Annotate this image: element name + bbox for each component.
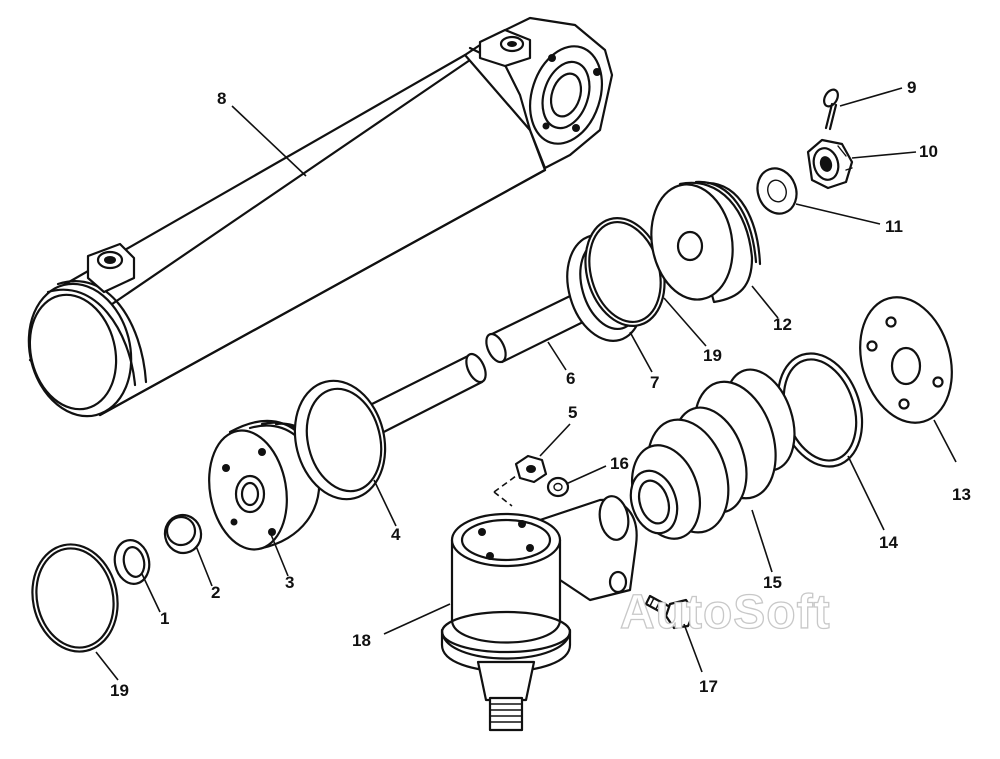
leader-4 (373, 479, 397, 527)
part-16-lock-washer (546, 476, 570, 498)
part-10-castle-nut (806, 138, 854, 190)
part-8-cylinder-body (27, 16, 614, 418)
leader-8 (231, 105, 307, 177)
leader-9 (839, 87, 903, 107)
leader-6 (547, 341, 567, 371)
callout-3: 3 (285, 573, 294, 592)
callout-4: 4 (391, 525, 401, 544)
leader-12 (751, 285, 779, 319)
callout-7: 7 (650, 373, 659, 392)
part-2-bushing (163, 513, 203, 555)
leader-3 (269, 531, 289, 577)
part-4-seal-washer (293, 379, 387, 501)
callout-12: 12 (773, 315, 792, 334)
part-19-o-ring-front (31, 543, 119, 653)
part-17-bolt (644, 594, 696, 630)
leader-15 (751, 509, 773, 573)
callout-10: 10 (919, 142, 938, 161)
leader-19b (663, 297, 707, 347)
leader-1 (141, 573, 161, 613)
callout-1: 1 (160, 609, 169, 628)
leader-19a (95, 651, 119, 681)
leader-13 (933, 419, 957, 463)
callout-8: 8 (217, 89, 226, 108)
part-18-ball-joint (440, 495, 638, 732)
part-5-nut (514, 454, 548, 484)
leader-14 (847, 455, 885, 531)
watermark-logo: AutoSoft (620, 586, 831, 639)
part-12-rear-piston (650, 180, 762, 304)
callout-13: 13 (952, 485, 971, 504)
leader-lines (95, 87, 957, 681)
callout-17: 17 (699, 677, 718, 696)
callout-15: 15 (763, 573, 782, 592)
callout-6: 6 (566, 369, 575, 388)
leader-17 (683, 623, 703, 673)
assembly-dashed-line (493, 475, 517, 507)
leader-16 (565, 465, 607, 485)
callout-11: 11 (885, 217, 903, 236)
leader-7 (629, 331, 653, 373)
part-19-o-ring-rear (584, 217, 666, 327)
part-1-small-ring (113, 539, 151, 585)
callout-19-front: 19 (110, 681, 129, 700)
callout-14: 14 (879, 533, 898, 552)
callout-labels: 1 2 3 4 5 6 7 8 9 10 11 12 13 14 15 16 1… (110, 78, 971, 700)
part-15-dust-boot (629, 368, 796, 540)
leader-5 (539, 423, 571, 457)
part-11-washer (756, 167, 798, 215)
callout-2: 2 (211, 583, 220, 602)
leader-18 (383, 603, 451, 635)
callout-5: 5 (568, 403, 577, 422)
callout-16: 16 (610, 454, 629, 473)
part-9-cotter-pin (823, 88, 839, 131)
callout-18: 18 (352, 631, 371, 650)
callout-19-rear: 19 (703, 346, 722, 365)
leader-2 (195, 545, 213, 587)
leader-11 (795, 203, 881, 225)
part-13-flange-plate (859, 296, 953, 424)
leader-10 (851, 151, 917, 159)
callout-9: 9 (907, 78, 916, 97)
